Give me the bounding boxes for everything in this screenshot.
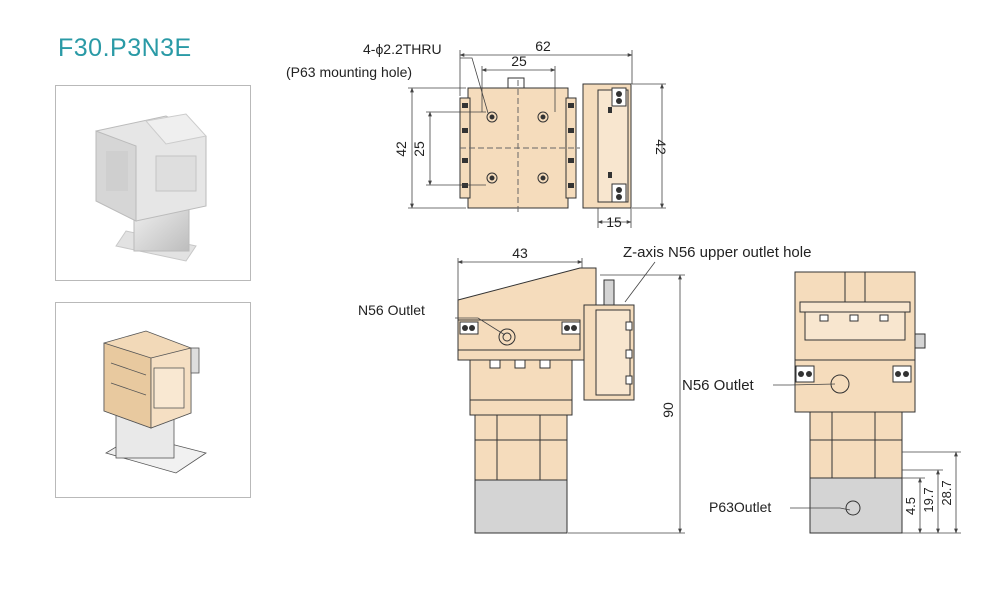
dim-top-side-depth: 15 bbox=[606, 214, 622, 230]
page-title: F30.P3N3E bbox=[58, 34, 192, 62]
dim-front-height: 90 bbox=[660, 402, 676, 418]
dim-top-inner-width: 25 bbox=[511, 53, 527, 69]
dim-top-right-height: 42 bbox=[653, 139, 669, 155]
dim-side-d2: 19.7 bbox=[921, 487, 936, 512]
p63-outlet-label: P63Outlet bbox=[709, 499, 771, 515]
dim-top-width: 62 bbox=[535, 38, 551, 54]
n56-outlet-side-label: N56 Outlet bbox=[682, 377, 755, 394]
product-photo-frame bbox=[55, 85, 251, 281]
product-isometric-frame bbox=[55, 302, 251, 498]
hole-spec-label: 4-ϕ2.2THRU bbox=[363, 41, 442, 57]
hole-spec-sub-label: (P63 mounting hole) bbox=[286, 64, 412, 80]
stage-photo-icon bbox=[95, 113, 207, 262]
dim-side-d3: 28.7 bbox=[939, 480, 954, 505]
stage-isometric-icon bbox=[103, 330, 207, 474]
side-view: 4.5 19.7 28.7 N56 Outlet P63Outlet bbox=[682, 271, 961, 534]
top-view: 62 25 42 25 42 15 4-ϕ2.2THRU (P63 mounti… bbox=[286, 38, 669, 230]
n56-outlet-front-label: N56 Outlet bbox=[358, 302, 425, 318]
z-axis-outlet-label: Z-axis N56 upper outlet hole bbox=[623, 244, 811, 261]
front-view: 43 90 N56 Outlet Z-axis N56 upper outlet… bbox=[358, 244, 811, 534]
dim-front-width: 43 bbox=[512, 245, 528, 261]
dim-side-d1: 4.5 bbox=[903, 497, 918, 515]
dim-top-left-height: 42 bbox=[393, 141, 409, 157]
dim-top-inner-height: 25 bbox=[411, 141, 427, 157]
